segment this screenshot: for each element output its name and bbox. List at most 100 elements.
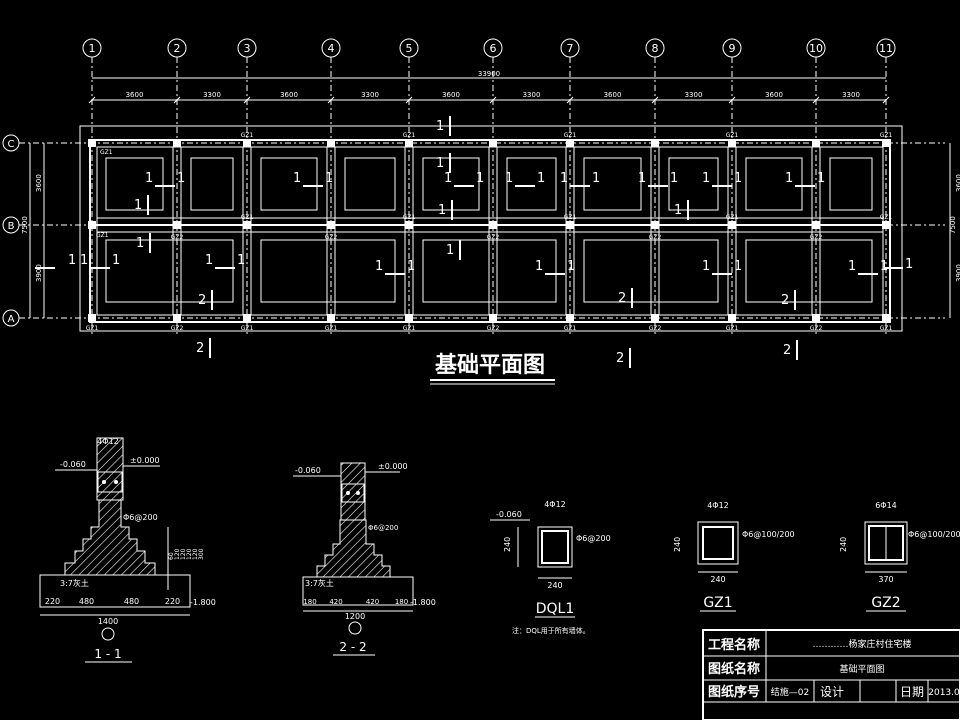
column bbox=[489, 221, 497, 229]
section-mark-label: 1 bbox=[734, 171, 742, 186]
section-mark-label: 1 bbox=[702, 259, 710, 274]
s2-title: 2 - 2 bbox=[339, 640, 366, 654]
axis-label-4: 4 bbox=[328, 42, 335, 55]
dim-right-total: 7500 bbox=[949, 216, 957, 234]
column bbox=[405, 139, 413, 147]
gz2-top-rebar: 6Φ14 bbox=[875, 501, 897, 510]
column-label-gz2: GZ2 bbox=[649, 234, 662, 241]
column-label: GZ1 bbox=[726, 214, 739, 221]
gz1-height: 240 bbox=[673, 537, 682, 552]
column bbox=[327, 221, 335, 229]
column bbox=[651, 314, 659, 322]
s1-width: 480 bbox=[79, 597, 94, 606]
s2-width: 180 bbox=[395, 598, 408, 606]
column bbox=[566, 314, 574, 322]
dql1-elev: -0.060 bbox=[496, 510, 522, 519]
wall-outline-outer bbox=[89, 139, 891, 323]
section-mark-label: 1 bbox=[145, 171, 153, 186]
room-outline-lower bbox=[105, 239, 234, 303]
section-mark-label: 1 bbox=[68, 253, 76, 268]
column-label-a: GZ1 bbox=[564, 325, 577, 332]
plan-title: 基础平面图 bbox=[435, 353, 545, 378]
dim-tick bbox=[489, 96, 497, 104]
section-mark-label: 1 bbox=[112, 253, 120, 268]
section-mark-label: 1 bbox=[438, 203, 446, 218]
column-label: GZ1 bbox=[726, 132, 739, 139]
tb-drawing-label: 图纸名称 bbox=[708, 661, 760, 677]
column-label: GZ1 bbox=[241, 214, 254, 221]
s2-total-width: 1200 bbox=[345, 612, 365, 621]
room-outline-upper bbox=[583, 157, 642, 211]
foundation-outline bbox=[79, 125, 903, 332]
gz1-width: 240 bbox=[710, 575, 725, 584]
s1-ringbeam bbox=[97, 471, 123, 493]
tb-seq-label: 图纸序号 bbox=[708, 684, 760, 700]
column bbox=[882, 314, 890, 322]
axis-label-11: 11 bbox=[879, 42, 893, 55]
column-label: GZ1 bbox=[100, 149, 113, 156]
dim-bay: 3600 bbox=[765, 91, 783, 99]
axis-label-8: 8 bbox=[652, 42, 659, 55]
dim-bay: 3600 bbox=[126, 91, 144, 99]
gz1-top-rebar: 4Φ12 bbox=[707, 501, 729, 510]
column bbox=[88, 139, 96, 147]
dql1-title: DQL1 bbox=[536, 601, 575, 617]
dim-right-ba: 3900 bbox=[955, 264, 960, 282]
axis-label-7: 7 bbox=[567, 42, 574, 55]
tb-design-label: 设计 bbox=[820, 685, 844, 699]
tb-date-label: 日期 bbox=[900, 685, 924, 699]
gz1-stirrup: Φ6@100/200 bbox=[742, 530, 795, 539]
column bbox=[812, 139, 820, 147]
section-mark-label: 1 bbox=[537, 171, 545, 186]
column bbox=[88, 221, 96, 229]
column-label: GZ1 bbox=[564, 214, 577, 221]
section-mark-label: 1 bbox=[905, 257, 913, 272]
column-label-a: GZ1 bbox=[726, 325, 739, 332]
section-mark-label: 2 bbox=[196, 341, 204, 356]
section-mark-label: 1 bbox=[136, 236, 144, 251]
section-mark-label: 1 bbox=[674, 203, 682, 218]
s1-stirrup: Φ6@200 bbox=[123, 513, 158, 522]
room-outline-upper bbox=[506, 157, 557, 211]
gz1-title: GZ1 bbox=[703, 595, 732, 611]
room-outline-upper bbox=[190, 157, 234, 211]
column-label: GZ1 bbox=[880, 214, 893, 221]
column bbox=[566, 139, 574, 147]
room-outline-lower bbox=[260, 239, 396, 303]
section-mark-label: 1 bbox=[293, 171, 301, 186]
tb-date-value: 2013.0 bbox=[928, 688, 960, 698]
dim-tick bbox=[566, 96, 574, 104]
detail-gz2: 6Φ14 Φ6@100/200 240 370 GZ2 bbox=[839, 501, 960, 612]
section-mark-label: 1 bbox=[407, 259, 415, 274]
tb-drawing-value: 基础平面图 bbox=[839, 663, 884, 675]
column bbox=[812, 314, 820, 322]
s1-width: 220 bbox=[45, 597, 60, 606]
s1-step-dim: 120 bbox=[180, 548, 187, 560]
section-mark-label: 1 bbox=[205, 253, 213, 268]
section-mark-label: 1 bbox=[325, 171, 333, 186]
section-mark-label: 2 bbox=[781, 293, 789, 308]
dql1-height: 240 bbox=[503, 537, 512, 552]
column-label-a: GZ2 bbox=[649, 325, 662, 332]
tb-seq-value: 结施—02 bbox=[771, 686, 809, 698]
dim-left-total: 7500 bbox=[21, 216, 29, 234]
section-mark-label: 1 bbox=[375, 259, 383, 274]
column bbox=[812, 221, 820, 229]
column bbox=[566, 221, 574, 229]
section-mark-label: 2 bbox=[616, 351, 624, 366]
section-mark-label: 1 bbox=[848, 259, 856, 274]
dim-bay: 3600 bbox=[604, 91, 622, 99]
dql1-stirrup: Φ6@200 bbox=[576, 534, 611, 543]
dim-bay: 3300 bbox=[203, 91, 221, 99]
gz2-title: GZ2 bbox=[871, 595, 900, 611]
section-mark-label: 1 bbox=[535, 259, 543, 274]
column bbox=[405, 314, 413, 322]
dim-bay: 3600 bbox=[280, 91, 298, 99]
